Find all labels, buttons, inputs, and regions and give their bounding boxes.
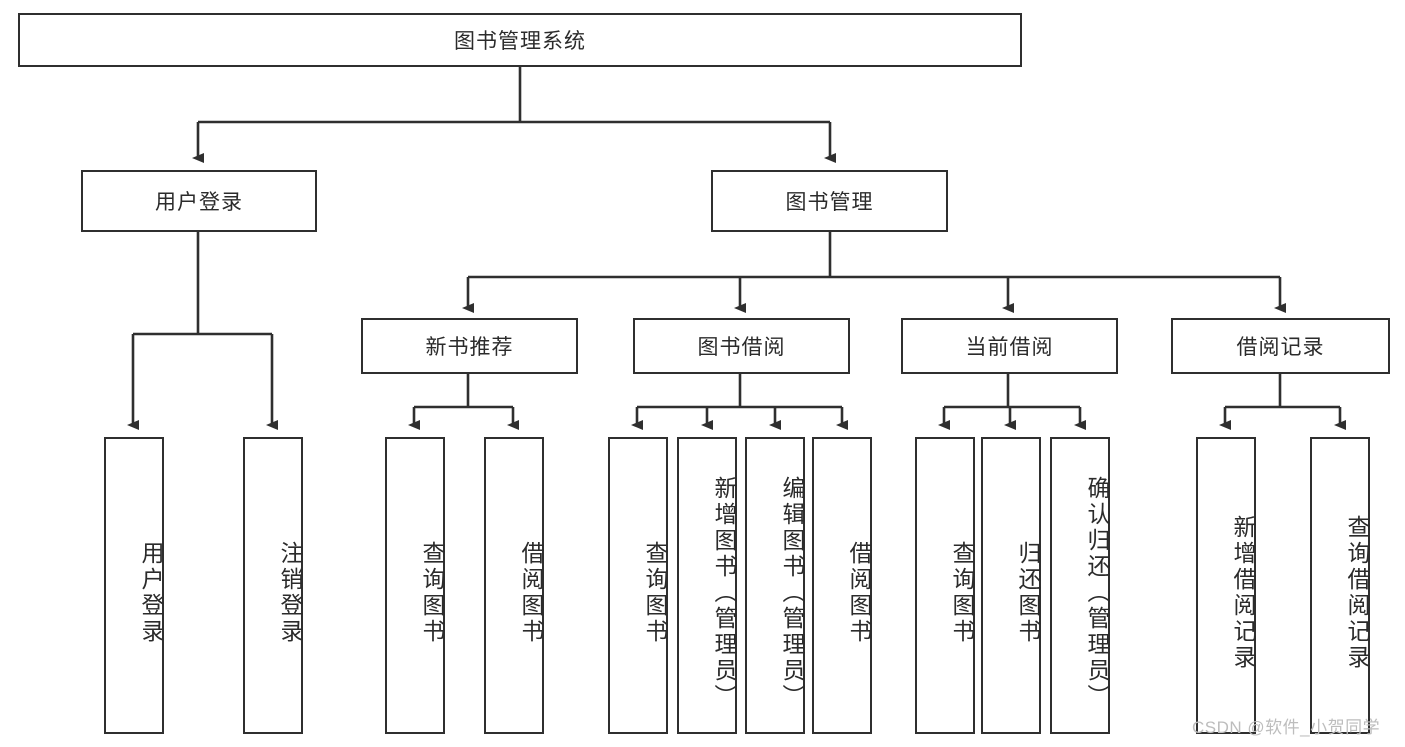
node-label: 注销登录	[277, 540, 303, 645]
node-label: 查询借阅记录	[1344, 514, 1370, 671]
node-label: 用户登录	[155, 191, 243, 214]
leaf-recommend-query-book[interactable]: 查询图书	[385, 437, 445, 734]
leaf-current-confirm-return-admin[interactable]: 确认归还（管理员）	[1050, 437, 1110, 734]
node-label: 图书管理	[785, 191, 874, 214]
leaf-record-query-record[interactable]: 查询借阅记录	[1310, 437, 1370, 734]
leaf-borrow-query-book[interactable]: 查询图书	[608, 437, 668, 734]
csdn-watermark: CSDN @软件_小贺同学	[1192, 718, 1381, 737]
node-label: 借阅图书	[846, 540, 872, 645]
node-root-system[interactable]: 图书管理系统	[18, 13, 1022, 67]
leaf-borrow-edit-book-admin[interactable]: 编辑图书（管理员）	[745, 437, 805, 734]
node-label: 编辑图书（管理员）	[779, 475, 805, 710]
leaf-user-login-login[interactable]: 用户登录	[104, 437, 164, 734]
node-new-book-recommend[interactable]: 新书推荐	[361, 318, 578, 374]
node-label: 新增借阅记录	[1230, 514, 1256, 671]
leaf-borrow-borrow-book[interactable]: 借阅图书	[812, 437, 872, 734]
node-borrow-record[interactable]: 借阅记录	[1171, 318, 1390, 374]
node-label: 归还图书	[1015, 540, 1041, 645]
leaf-current-return-book[interactable]: 归还图书	[981, 437, 1041, 734]
node-user-login[interactable]: 用户登录	[81, 170, 317, 232]
node-label: 借阅图书	[518, 540, 544, 645]
leaf-record-add-record[interactable]: 新增借阅记录	[1196, 437, 1256, 734]
node-label: 新书推荐	[425, 336, 514, 359]
node-label: 查询图书	[642, 540, 668, 645]
node-book-borrow[interactable]: 图书借阅	[633, 318, 850, 374]
node-current-borrow[interactable]: 当前借阅	[901, 318, 1118, 374]
node-label: 确认归还（管理员）	[1084, 475, 1110, 710]
node-label: 当前借阅	[965, 336, 1054, 359]
node-label: 图书借阅	[697, 336, 786, 359]
node-label: 新增图书（管理员）	[711, 475, 737, 710]
leaf-user-login-logout[interactable]: 注销登录	[243, 437, 303, 734]
node-label: 用户登录	[138, 540, 164, 645]
node-label: 图书管理系统	[454, 30, 586, 53]
node-book-management[interactable]: 图书管理	[711, 170, 948, 232]
leaf-borrow-add-book-admin[interactable]: 新增图书（管理员）	[677, 437, 737, 734]
node-label: 查询图书	[949, 540, 975, 645]
node-label: 借阅记录	[1236, 336, 1325, 359]
node-label: 查询图书	[419, 540, 445, 645]
leaf-current-query-book[interactable]: 查询图书	[915, 437, 975, 734]
leaf-recommend-borrow-book[interactable]: 借阅图书	[484, 437, 544, 734]
